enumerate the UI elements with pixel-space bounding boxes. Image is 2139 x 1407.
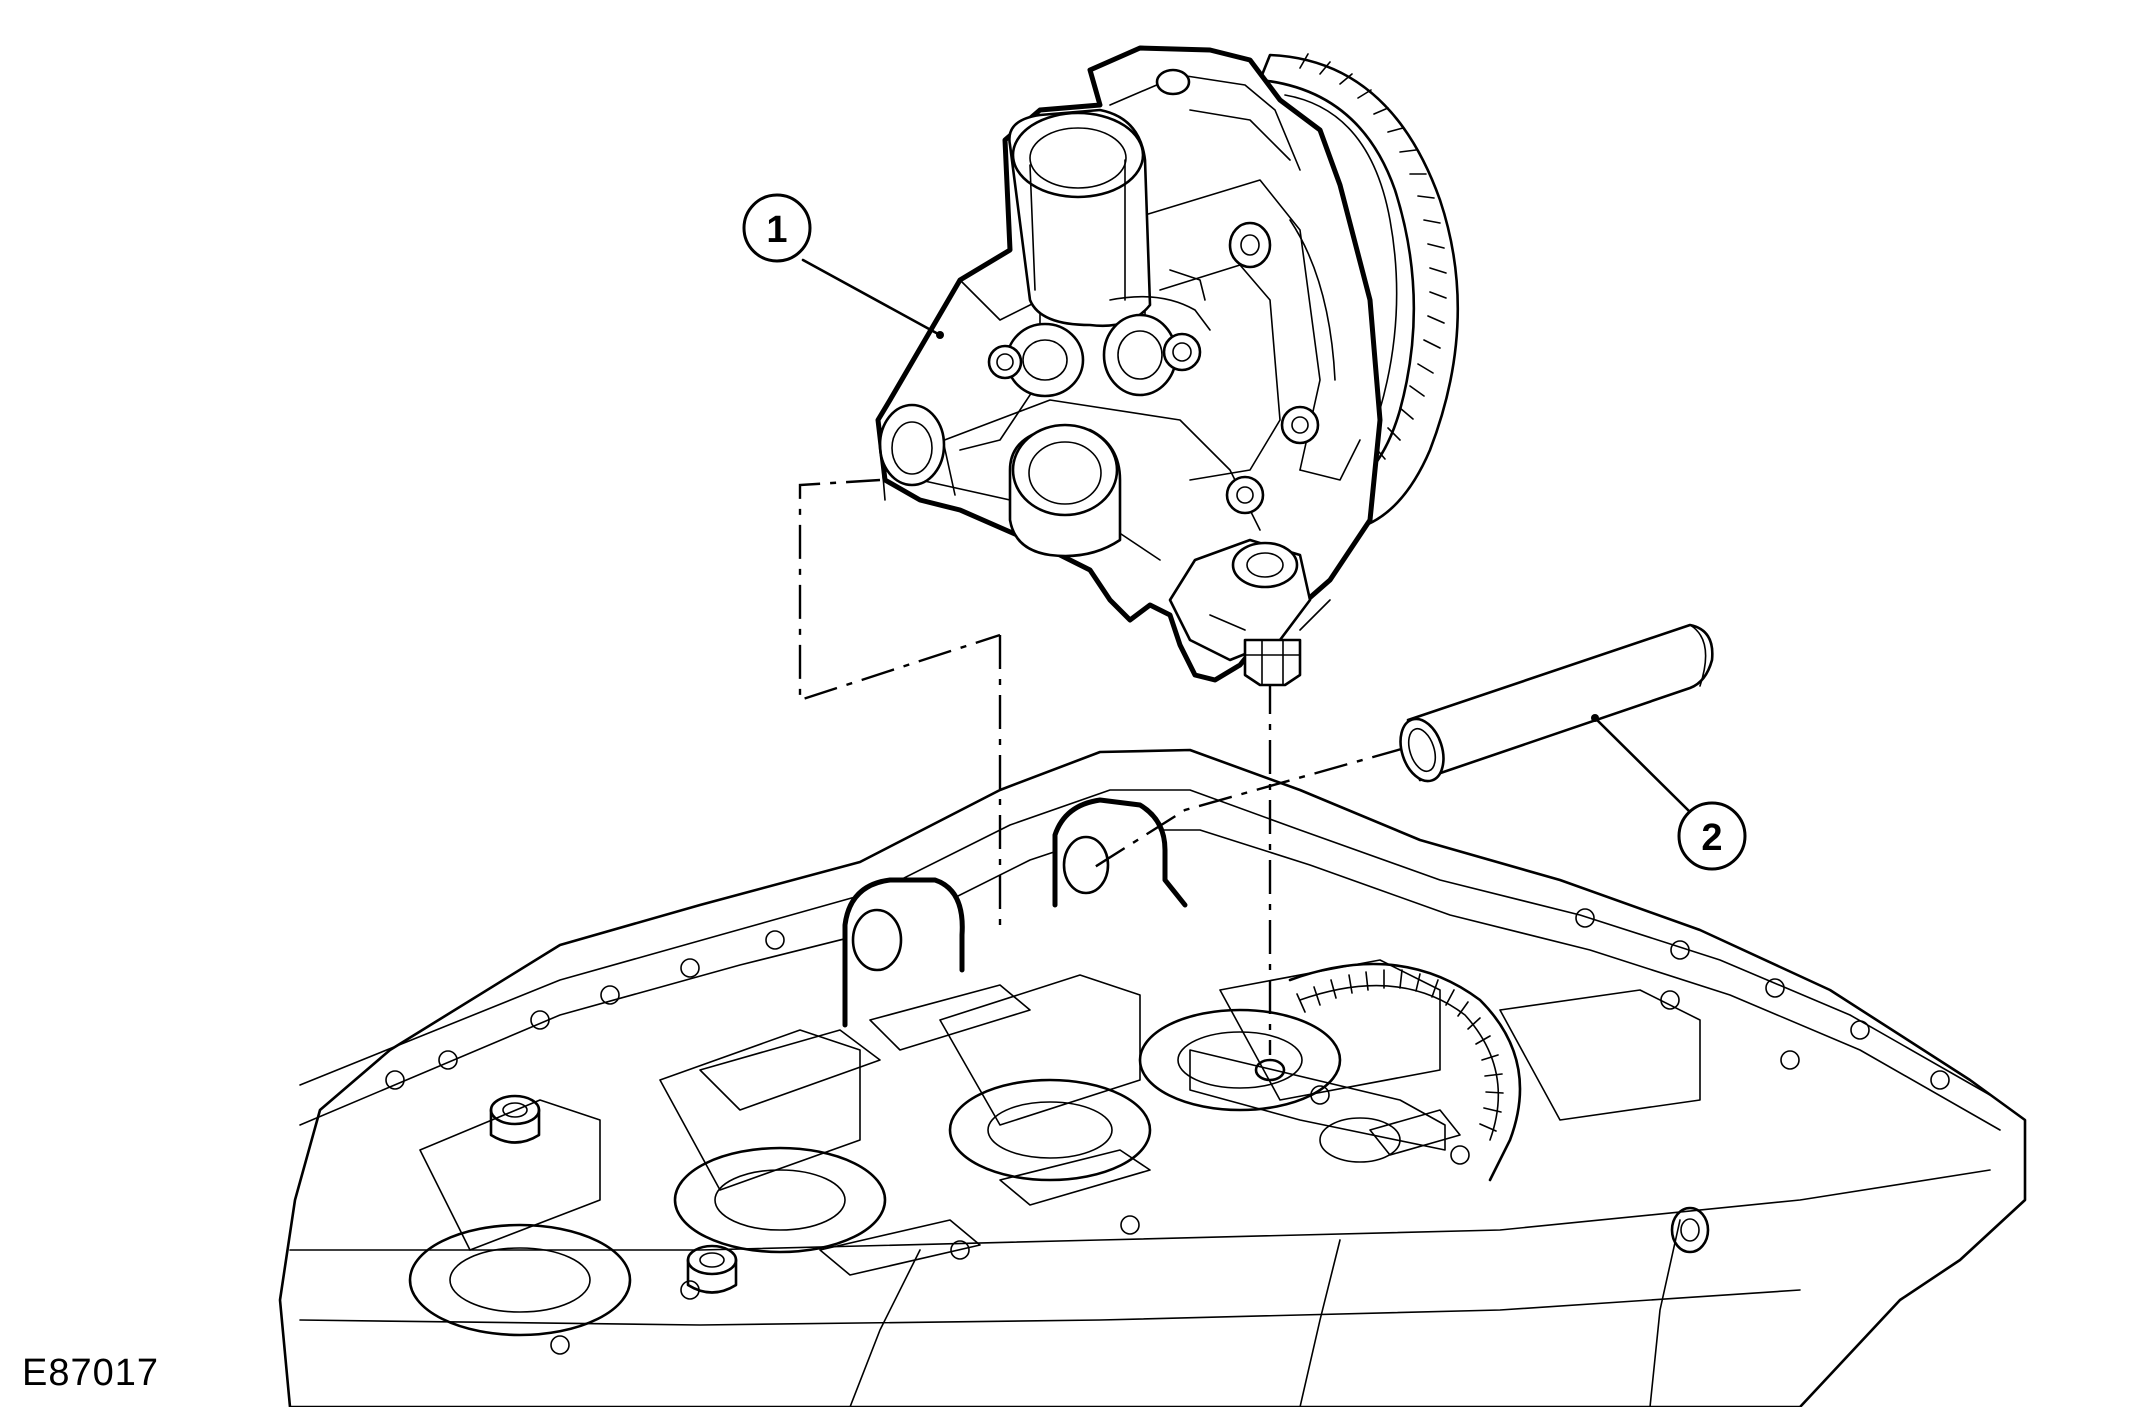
figure-id-label: E87017 xyxy=(22,1352,160,1394)
pump-drive-gear xyxy=(1258,53,1460,532)
pump-mounting-bosses xyxy=(842,797,1286,1082)
block-studs xyxy=(489,1094,1710,1294)
oil-pump-assembly xyxy=(875,45,1460,687)
pump-bolt-bosses xyxy=(1155,68,1320,515)
callout-leaders xyxy=(801,258,1692,814)
callout-1-label: 1 xyxy=(766,209,787,251)
pump-outlet-port xyxy=(1008,108,1152,328)
assembly-centerlines xyxy=(798,478,1406,1055)
callout-1: 1 xyxy=(742,193,812,263)
pump-center-bosses xyxy=(987,269,1211,398)
locating-dowel-sleeve xyxy=(1399,623,1714,783)
crankshaft-gear xyxy=(1288,962,1522,1182)
callout-2-label: 2 xyxy=(1701,817,1722,859)
pump-side-port xyxy=(878,403,956,501)
engine-block xyxy=(278,748,2027,1407)
callout-2: 2 xyxy=(1677,801,1747,871)
pump-mounting-lug xyxy=(1168,538,1331,687)
pump-inlet-port xyxy=(1008,423,1122,558)
